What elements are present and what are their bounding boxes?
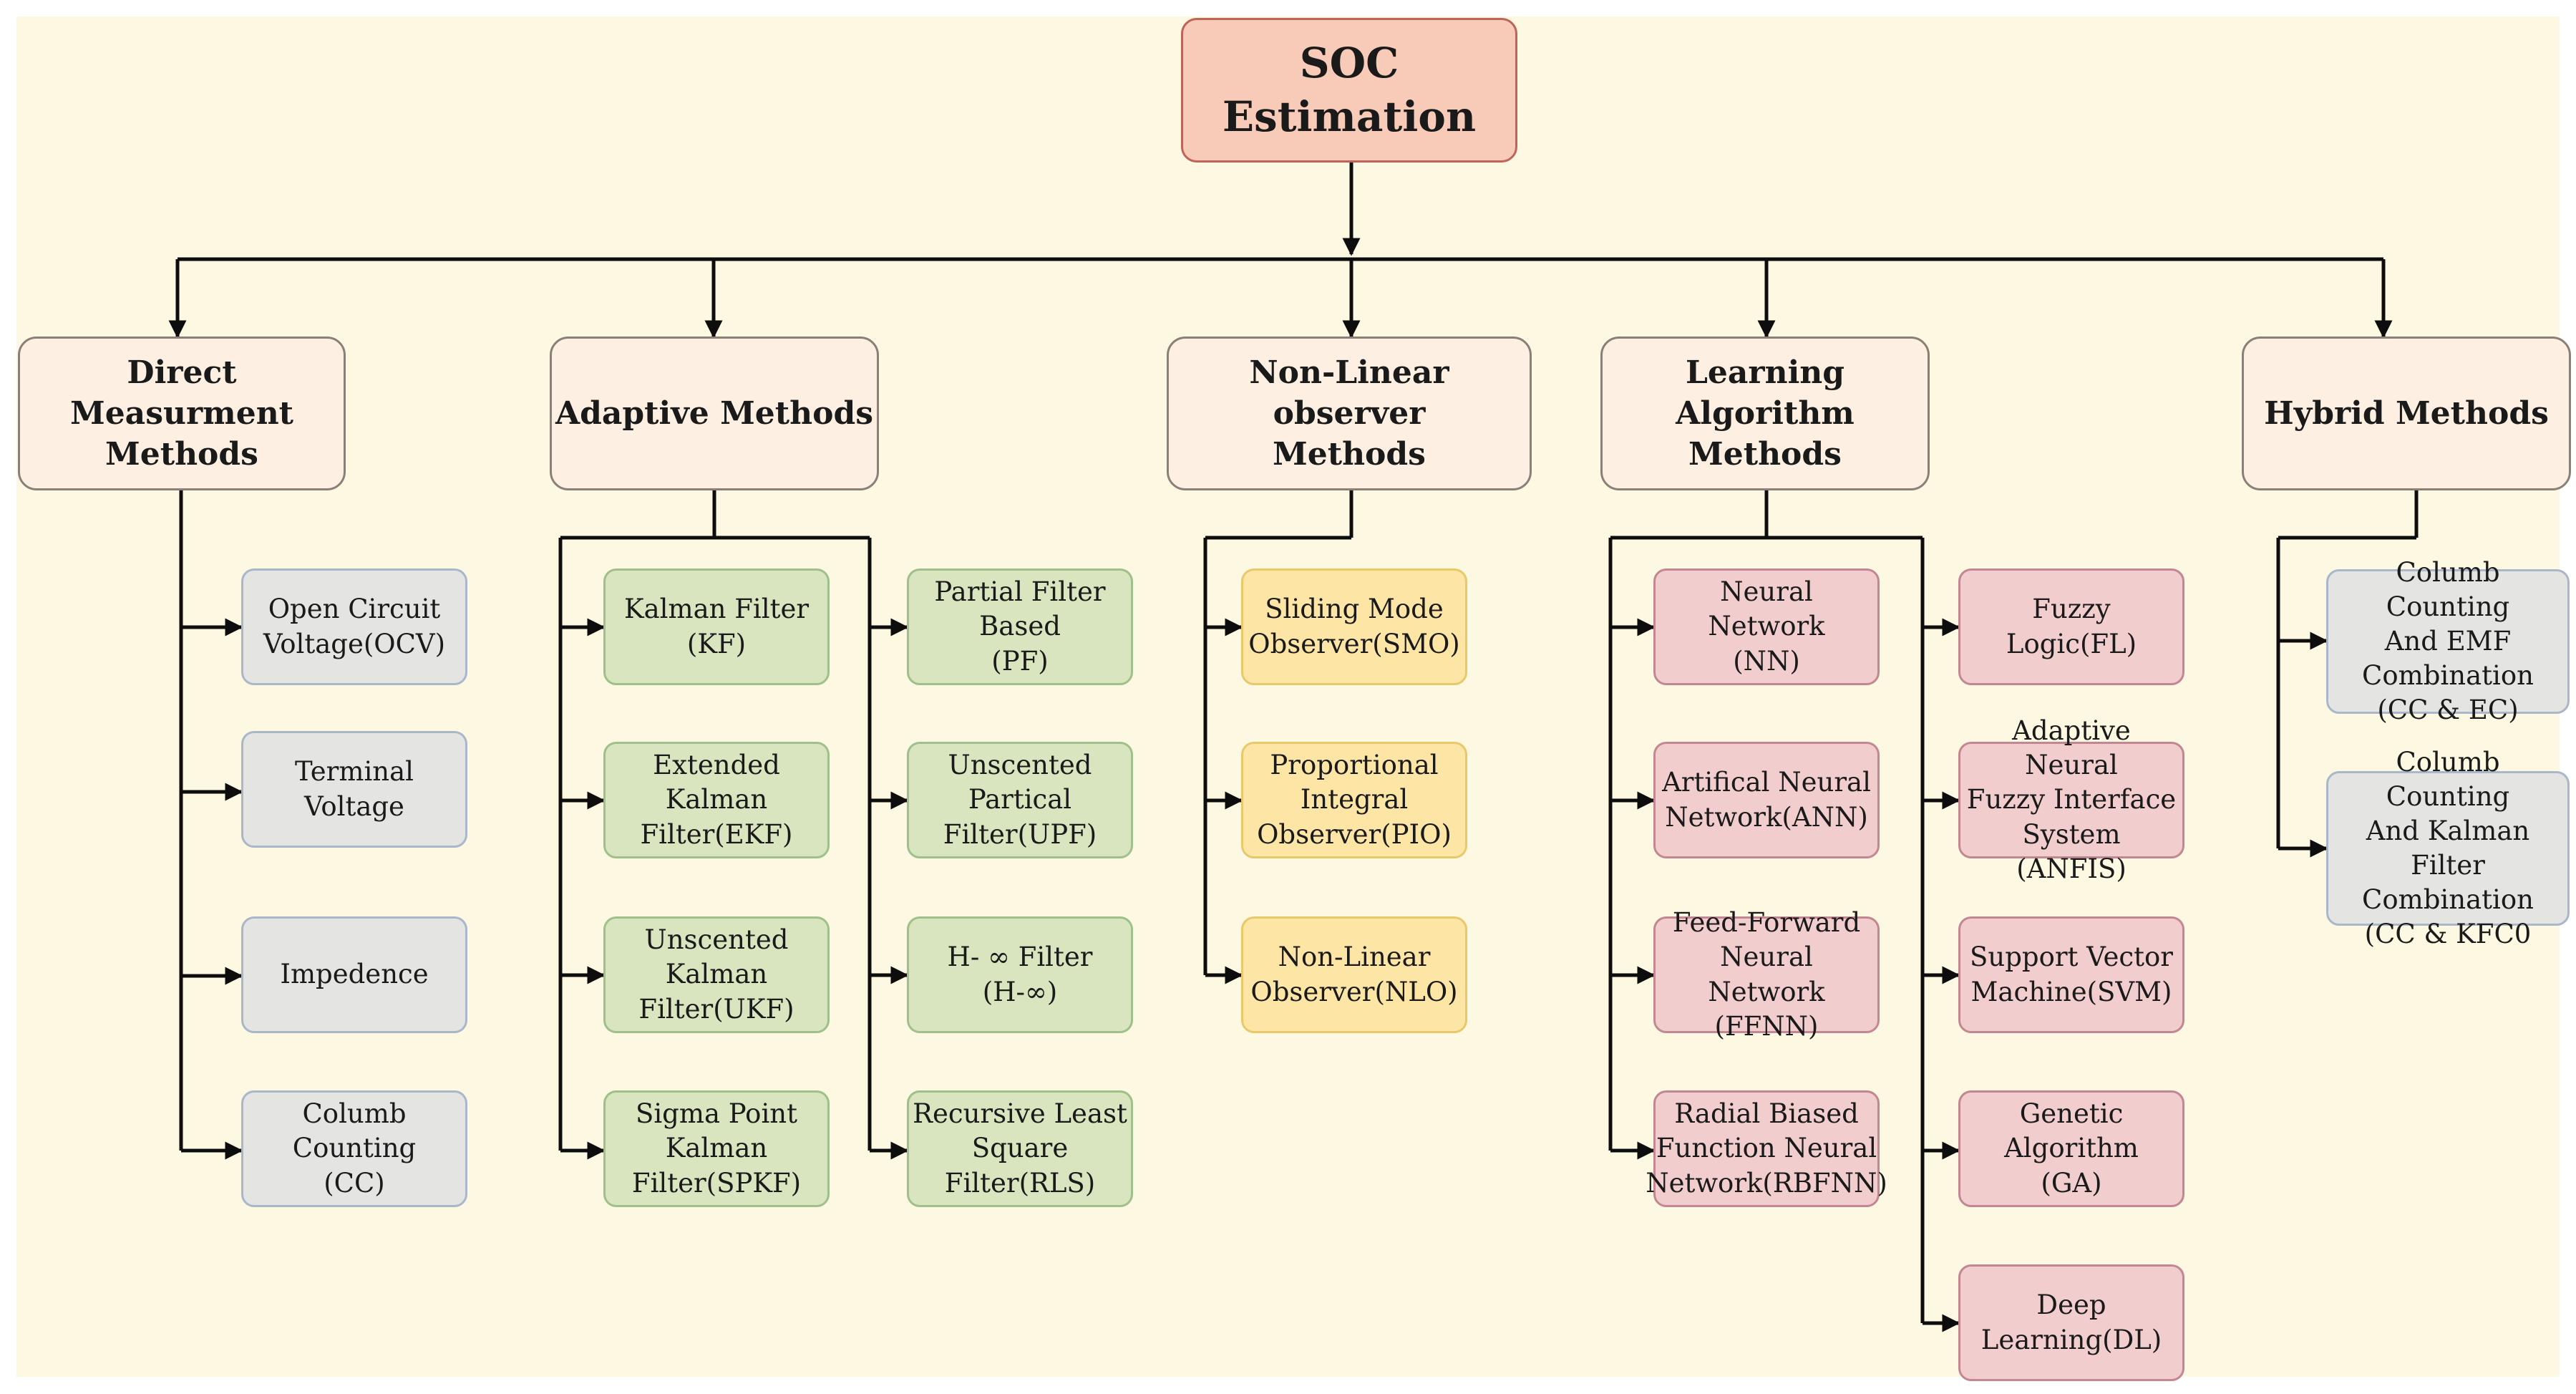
- category-learning-algorithm: Learning Algorithm Methods: [1600, 337, 1930, 490]
- leaf-label: H- ∞ Filter (H-∞): [947, 942, 1093, 1007]
- leaf-label: Non-Linear Observer(NLO): [1250, 942, 1458, 1007]
- leaf-label: Fuzzy Logic(FL): [2006, 594, 2137, 659]
- category-label: Non-Linear observer Methods: [1249, 354, 1449, 473]
- leaf-pio: Proportional Integral Observer(PIO): [1241, 742, 1467, 858]
- category-adaptive: Adaptive Methods: [550, 337, 879, 490]
- leaf-label: Recursive Least Square Filter(RLS): [913, 1098, 1127, 1199]
- leaf-nlo: Non-Linear Observer(NLO): [1241, 916, 1467, 1033]
- leaf-label: Proportional Integral Observer(PIO): [1257, 750, 1452, 850]
- leaf-label: Artifical Neural Network(ANN): [1662, 767, 1871, 833]
- leaf-ekf: Extended Kalman Filter(EKF): [603, 742, 830, 858]
- leaf-label: Extended Kalman Filter(EKF): [640, 750, 793, 850]
- category-label: Adaptive Methods: [555, 395, 873, 432]
- leaf-label: Columb Counting (CC): [292, 1098, 417, 1199]
- leaf-label: Terminal Voltage: [294, 756, 414, 822]
- category-label: Learning Algorithm Methods: [1676, 354, 1855, 473]
- leaf-label: Sigma Point Kalman Filter(SPKF): [631, 1098, 802, 1199]
- leaf-label: Open Circuit Voltage(OCV): [263, 594, 446, 659]
- category-label: Hybrid Methods: [2264, 395, 2549, 432]
- leaf-smo: Sliding Mode Observer(SMO): [1241, 568, 1467, 685]
- leaf-cc-ec: Columb Counting And EMF Combination (CC …: [2326, 557, 2570, 725]
- category-hybrid: Hybrid Methods: [2242, 337, 2571, 490]
- leaf-label: Support Vector Machine(SVM): [1970, 942, 2173, 1007]
- category-label: Direct Measurment Methods: [69, 354, 294, 473]
- leaf-rls: Recursive Least Square Filter(RLS): [907, 1090, 1133, 1207]
- leaf-label: Columb Counting And Kalman Filter Combin…: [2362, 746, 2534, 950]
- leaf-label: Adaptive Neural Fuzzy Interface System (…: [1966, 715, 2177, 884]
- leaf-label: Radial Biased Function Neural Network(RB…: [1646, 1098, 1887, 1199]
- leaf-ukf: Unscented Kalman Filter(UKF): [603, 916, 830, 1033]
- root-label: SOC Estimation: [1222, 38, 1477, 141]
- leaf-label: Genetic Algorithm (GA): [2004, 1098, 2139, 1199]
- leaf-label: Impedence: [280, 959, 429, 990]
- leaf-columb-counting: Columb Counting (CC): [241, 1090, 467, 1207]
- leaf-svm: Support Vector Machine(SVM): [1958, 916, 2184, 1033]
- leaf-label: Kalman Filter (KF): [623, 594, 810, 659]
- leaf-label: Partial Filter Based (PF): [934, 576, 1106, 677]
- leaf-label: Sliding Mode Observer(SMO): [1248, 594, 1460, 659]
- leaf-ann: Artifical Neural Network(ANN): [1653, 742, 1880, 858]
- leaf-label: Unscented Kalman Filter(UKF): [638, 924, 794, 1025]
- leaf-anfis: Adaptive Neural Fuzzy Interface System (…: [1958, 715, 2184, 884]
- leaf-label: Deep Learning(DL): [1980, 1289, 2162, 1355]
- leaf-terminal-voltage: Terminal Voltage: [241, 731, 467, 848]
- root-node: SOC Estimation: [1181, 18, 1517, 163]
- leaf-kf: Kalman Filter (KF): [603, 568, 830, 685]
- leaf-ffnn: Feed-Forward Neural Network (FFNN): [1653, 907, 1880, 1042]
- leaf-dl: Deep Learning(DL): [1958, 1264, 2184, 1381]
- leaf-upf: Unscented Partical Filter(UPF): [907, 742, 1133, 858]
- leaf-ocv: Open Circuit Voltage(OCV): [241, 568, 467, 685]
- leaf-fl: Fuzzy Logic(FL): [1958, 568, 2184, 685]
- leaf-cc-kfc: Columb Counting And Kalman Filter Combin…: [2326, 747, 2570, 949]
- category-direct-measurment: Direct Measurment Methods: [18, 337, 346, 490]
- leaf-pf: Partial Filter Based (PF): [907, 568, 1133, 685]
- leaf-label: Columb Counting And EMF Combination (CC …: [2362, 556, 2534, 726]
- leaf-spkf: Sigma Point Kalman Filter(SPKF): [603, 1090, 830, 1207]
- leaf-impedence: Impedence: [241, 916, 467, 1033]
- leaf-h-infinity: H- ∞ Filter (H-∞): [907, 916, 1133, 1033]
- leaf-nn: Neural Network (NN): [1653, 568, 1880, 685]
- leaf-rbfnn: Radial Biased Function Neural Network(RB…: [1646, 1090, 1887, 1207]
- leaf-label: Unscented Partical Filter(UPF): [943, 750, 1097, 850]
- category-nonlinear-observer: Non-Linear observer Methods: [1167, 337, 1532, 490]
- leaf-label: Neural Network (NN): [1708, 576, 1825, 677]
- leaf-label: Feed-Forward Neural Network (FFNN): [1672, 907, 1861, 1042]
- leaf-ga: Genetic Algorithm (GA): [1958, 1090, 2184, 1207]
